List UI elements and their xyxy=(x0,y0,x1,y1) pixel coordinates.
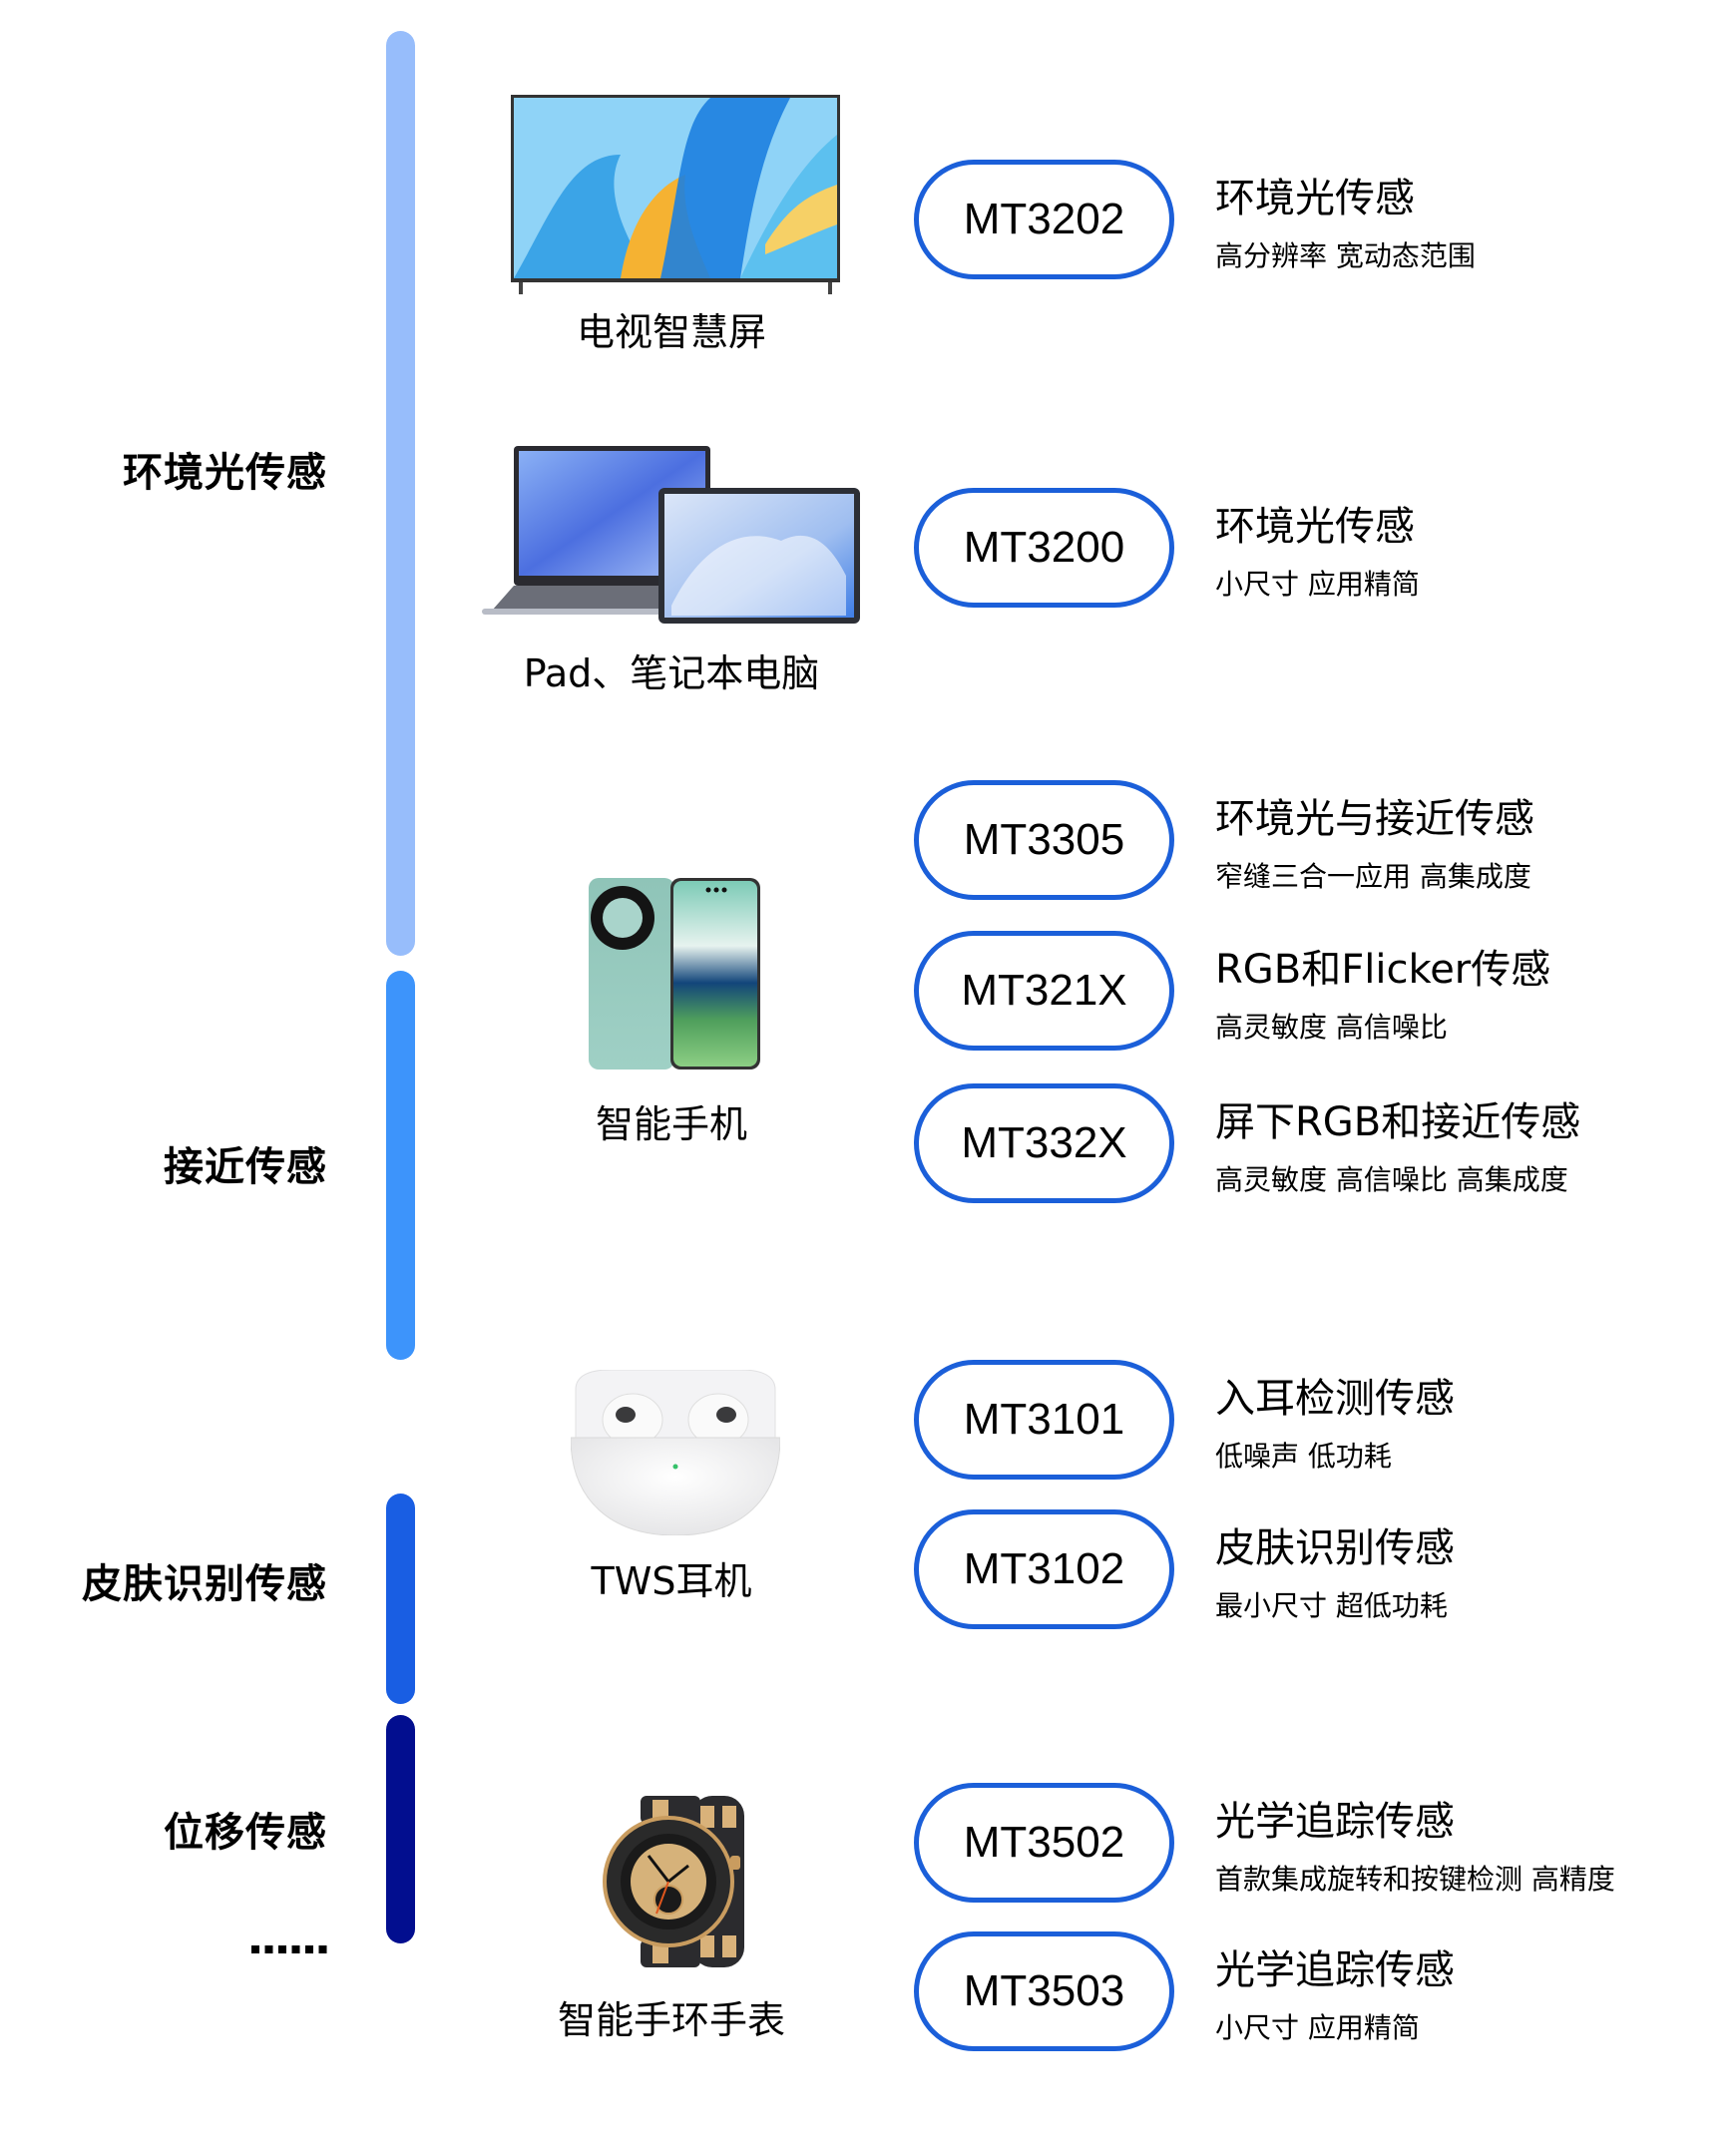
product-model-pill[interactable]: MT3102 xyxy=(914,1509,1174,1629)
product-title: 环境光传感 xyxy=(1215,504,1415,550)
device-label-earbuds: TWS耳机 xyxy=(591,1559,752,1603)
device-label-laptop-tablet: Pad、笔记本电脑 xyxy=(523,651,820,695)
product-features: 窄缝三合一应用 高集成度 xyxy=(1215,860,1531,893)
smartphone-icon xyxy=(589,876,762,1071)
product-title: 光学追踪传感 xyxy=(1215,1799,1455,1845)
timeline-segment-ambient-light xyxy=(386,31,415,956)
tv-icon xyxy=(511,95,840,294)
product-model-pill[interactable]: MT3101 xyxy=(914,1360,1174,1480)
category-label-displacement: 位移传感 xyxy=(164,1810,327,1856)
category-label-skin-detect: 皮肤识别传感 xyxy=(82,1561,327,1607)
product-model-pill[interactable]: MT3200 xyxy=(914,488,1174,608)
product-model-pill[interactable]: MT3503 xyxy=(914,1931,1174,2051)
product-model-pill[interactable]: MT332X xyxy=(914,1083,1174,1203)
product-features: 小尺寸 应用精简 xyxy=(1215,568,1420,601)
product-title: 入耳检测传感 xyxy=(1215,1376,1455,1422)
product-model-pill[interactable]: MT3502 xyxy=(914,1783,1174,1903)
product-title: 屏下RGB和接近传感 xyxy=(1215,1099,1581,1145)
device-label-smartwatch: 智能手环手表 xyxy=(557,1998,785,2042)
product-features: 低噪声 低功耗 xyxy=(1215,1440,1392,1473)
product-features: 高灵敏度 高信噪比 高集成度 xyxy=(1215,1163,1568,1196)
product-features: 最小尺寸 超低功耗 xyxy=(1215,1589,1448,1622)
product-title: 环境光传感 xyxy=(1215,176,1415,221)
timeline-segment-skin-detect xyxy=(386,1494,415,1704)
timeline-segment-proximity xyxy=(386,971,415,1360)
more-indicator xyxy=(251,1945,327,1953)
product-features: 高灵敏度 高信噪比 xyxy=(1215,1011,1448,1044)
device-label-tv: 电视智慧屏 xyxy=(576,310,766,354)
product-title: 光学追踪传感 xyxy=(1215,1947,1455,1993)
product-title: 皮肤识别传感 xyxy=(1215,1525,1455,1571)
product-features: 首款集成旋转和按键检测 高精度 xyxy=(1215,1863,1615,1896)
device-label-smartphone: 智能手机 xyxy=(595,1102,747,1146)
product-model-pill[interactable]: MT321X xyxy=(914,931,1174,1051)
product-model-pill[interactable]: MT3202 xyxy=(914,160,1174,279)
product-features: 小尺寸 应用精简 xyxy=(1215,2011,1420,2044)
earbuds-icon xyxy=(570,1369,781,1536)
product-title: RGB和Flicker传感 xyxy=(1215,947,1551,993)
product-features: 高分辨率 宽动态范围 xyxy=(1215,239,1476,272)
category-label-proximity: 接近传感 xyxy=(164,1144,327,1190)
timeline-segment-displacement xyxy=(386,1715,415,1943)
smartwatch-icon xyxy=(601,1796,752,1967)
category-label-ambient-light: 环境光传感 xyxy=(123,450,327,496)
product-title: 环境光与接近传感 xyxy=(1215,796,1534,842)
laptop-tablet-icon xyxy=(482,446,861,626)
product-model-pill[interactable]: MT3305 xyxy=(914,780,1174,900)
